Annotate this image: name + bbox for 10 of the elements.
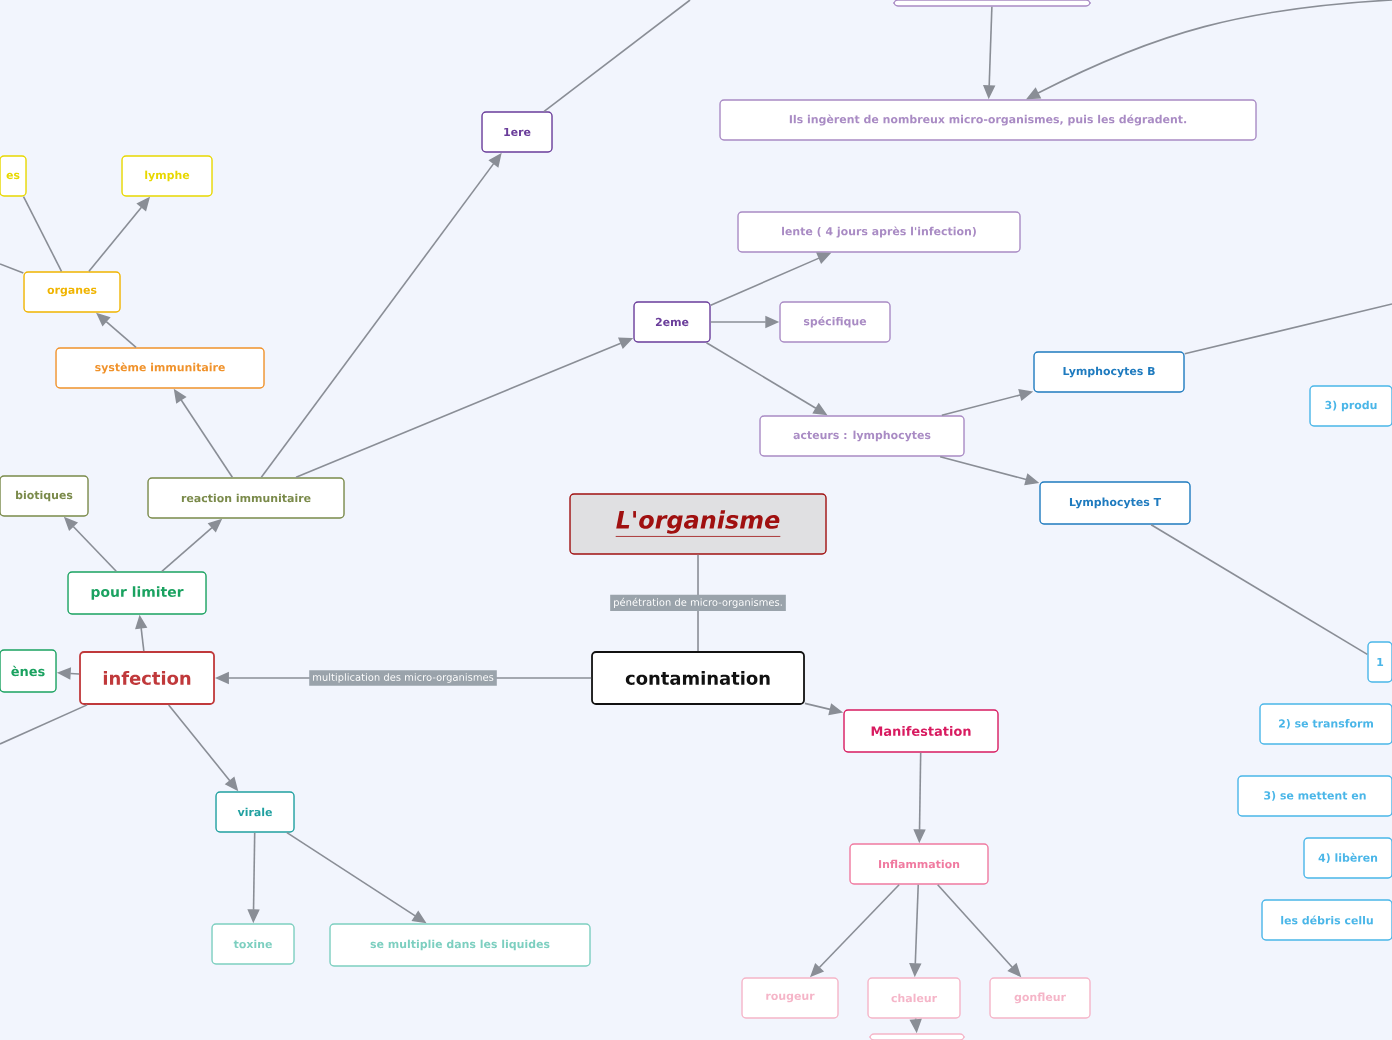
topic-box: contamination bbox=[591, 651, 805, 705]
connector-line bbox=[1183, 303, 1392, 355]
central-topic-box: L'organisme bbox=[569, 493, 827, 555]
connector-line bbox=[543, 0, 691, 113]
connector-line bbox=[0, 704, 88, 745]
connector-line bbox=[22, 195, 63, 273]
connector-line bbox=[0, 263, 25, 274]
empty-box bbox=[893, 0, 1091, 7]
topic-box: infection bbox=[79, 651, 215, 705]
empty-box bbox=[869, 1033, 965, 1040]
